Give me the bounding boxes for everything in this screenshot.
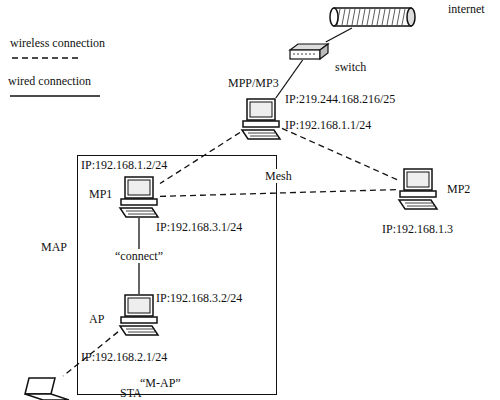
access-point-computer: IP:192.168.3.2/24APIP:192.168.2.1/24: [118, 294, 160, 336]
node-text: IP:192.168.1.2/24: [81, 158, 167, 172]
map-group-box: MAPIP:192.168.1.2/24MP1IP:192.168.3.1/24…: [77, 155, 277, 395]
node-text: IP:192.168.1.3: [382, 222, 453, 236]
computer-icon: [118, 294, 160, 336]
node-text: IP:192.168.2.1/24: [81, 350, 167, 364]
node-text: AP: [89, 312, 104, 326]
node-text: switch: [335, 60, 366, 74]
legend-sample-line: [12, 57, 82, 58]
computer-icon: [240, 98, 282, 140]
node-text: STA: [120, 386, 142, 400]
edge-label: “connect”: [113, 249, 165, 263]
switch-icon: [288, 42, 330, 60]
switch-node: switch: [288, 42, 330, 60]
wireless-link: [282, 128, 397, 179]
mesh-point-computer: IP:192.168.1.2/24MP1IP:192.168.3.1/24: [118, 176, 160, 218]
node-text: MAP: [41, 240, 67, 254]
node-text: IP:219.244.168.216/25: [285, 92, 395, 106]
wired-link: [326, 28, 352, 42]
legend-text: wireless connection: [10, 36, 105, 50]
mesh-point-computer: MP2IP:192.168.1.3: [397, 168, 439, 210]
legend-text: wired connection: [8, 74, 91, 88]
wireless-link: [160, 132, 240, 183]
computer-icon: [118, 176, 160, 218]
wireless-link: [160, 190, 397, 197]
node-text: IP:192.168.3.1/24: [156, 220, 242, 234]
node-text: MPP/MP3: [228, 76, 279, 90]
internet-pipe: [330, 6, 415, 28]
station-laptop: STA: [25, 376, 70, 400]
node-text: IP:192.168.3.2/24: [156, 291, 242, 305]
edge-label: Mesh: [263, 169, 294, 183]
laptop-icon: [25, 376, 70, 400]
computer-icon: [397, 168, 439, 210]
router-computer: MPP/MP3IP:219.244.168.216/25IP:192.168.1…: [240, 98, 282, 140]
node-text: internet: [448, 2, 485, 16]
legend-sample-line: [10, 95, 100, 96]
node-text: IP:192.168.1.1/24: [285, 118, 371, 132]
internet-node: internet: [330, 6, 415, 28]
node-text: MP1: [89, 187, 112, 201]
note-label: “M-AP”: [140, 376, 181, 390]
node-text: MP2: [447, 182, 470, 196]
